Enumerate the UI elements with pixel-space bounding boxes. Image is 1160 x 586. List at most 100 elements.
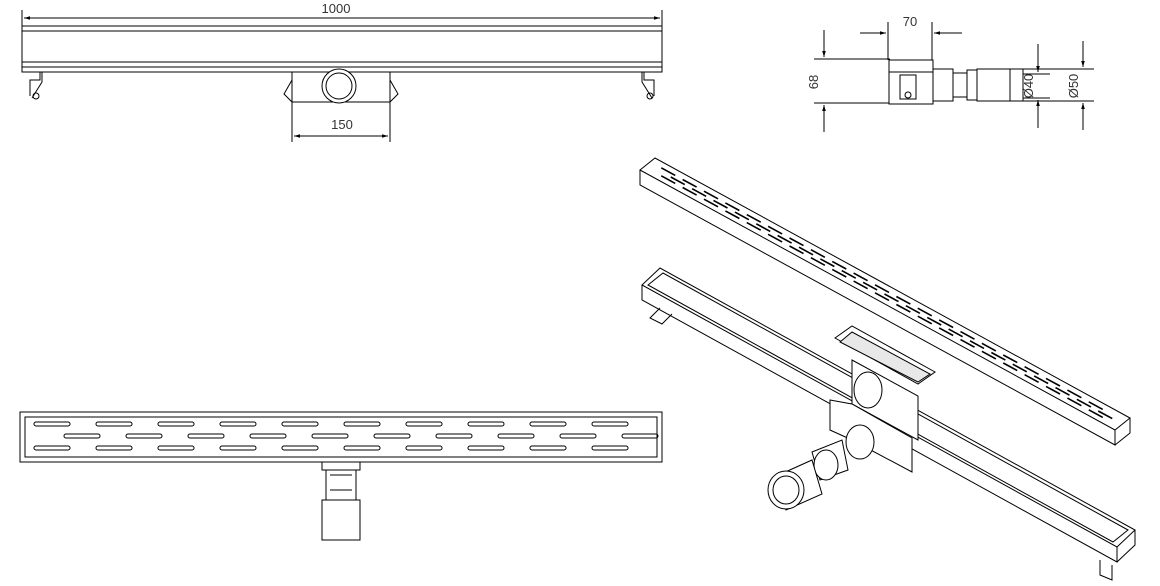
iso-grate-slot — [841, 269, 857, 279]
iso-grate-slot — [1076, 398, 1092, 408]
iso-grate-slot — [1002, 354, 1018, 364]
grate-slot — [281, 445, 319, 451]
iso-trap-grid — [839, 331, 931, 383]
iso-grate-slot — [1012, 363, 1028, 373]
iso-grate-slot — [660, 167, 676, 177]
grate-slot — [157, 445, 195, 451]
iso-grate-slot — [724, 210, 740, 220]
iso-grate-slot — [798, 246, 814, 256]
grate-slot — [187, 433, 225, 439]
grate-slot — [311, 433, 349, 439]
grate-slot — [63, 433, 101, 439]
grate-slot — [343, 445, 381, 451]
iso-grate-slot — [767, 225, 783, 235]
iso-grate-slot — [746, 221, 762, 231]
outer-diameter-label: Ø50 — [1066, 74, 1081, 99]
iso-grate-slot — [713, 199, 728, 209]
iso-grate-slot — [691, 187, 707, 198]
iso-grate-slot — [960, 330, 975, 340]
grate-slot — [529, 445, 567, 451]
iso-grate-slot — [917, 315, 933, 325]
grate-slot — [125, 433, 163, 439]
left-bracket — [29, 72, 43, 99]
iso-grate-slots — [660, 167, 1113, 420]
grate-slot — [95, 421, 133, 427]
grate-slot — [405, 421, 443, 427]
iso-grate-slot — [981, 342, 997, 352]
iso-grate-slot — [948, 328, 964, 338]
grate-slot — [219, 445, 257, 451]
grate-slot — [467, 445, 505, 451]
iso-grate-slot — [874, 292, 890, 302]
iso-grate-slot — [938, 319, 954, 329]
channel-body — [21, 25, 663, 73]
length-dimension-label: 1000 — [322, 1, 351, 16]
iso-grate-slot — [819, 258, 835, 268]
box-depth-label: 70 — [903, 14, 917, 29]
iso-grate-slot — [895, 295, 911, 305]
box-width-label: 150 — [331, 117, 353, 132]
iso-grate-slot — [734, 211, 750, 221]
iso-grate-slot — [810, 256, 826, 267]
iso-grate-slot — [831, 268, 847, 278]
grate-slot — [33, 445, 71, 451]
grate-slot — [157, 421, 195, 427]
iso-grate-slot — [960, 338, 975, 348]
grate-slot — [591, 421, 629, 427]
isometric-view — [639, 157, 1136, 581]
outlet-circle — [321, 68, 357, 104]
iso-grate-slot — [1055, 386, 1070, 396]
iso-grate-slot — [777, 234, 793, 244]
iso-grate-slot — [670, 176, 686, 186]
side-view: 70 68 Ø40 Ø50 — [806, 14, 1094, 132]
grate-slot — [591, 445, 629, 451]
iso-grate-slot — [1002, 362, 1018, 372]
iso-grate-slot — [926, 316, 942, 326]
grate-slot — [281, 421, 319, 427]
iso-grate-slot — [810, 248, 826, 259]
iso-grate-slot — [1045, 377, 1061, 387]
iso-grate-slot — [703, 190, 719, 200]
outlet-pipe — [976, 68, 1024, 102]
iso-grate-slot — [1045, 385, 1061, 395]
grate-slot — [497, 433, 535, 439]
grate-slot — [95, 445, 133, 451]
iso-grate-slot — [969, 340, 985, 350]
iso-grate-slot — [981, 350, 997, 360]
iso-grate-slot — [884, 293, 899, 303]
iso-grate-slot — [990, 351, 1006, 361]
iso-grate-slot — [853, 272, 869, 282]
iso-grate-slot — [789, 237, 804, 247]
iso-outlet — [845, 424, 875, 460]
iso-grate-slot — [1097, 410, 1113, 420]
inner-diameter-label: Ø40 — [1021, 74, 1036, 99]
iso-grate-slot — [895, 303, 911, 313]
grate-slot — [343, 421, 381, 427]
grate-slot — [373, 433, 411, 439]
iso-grate-slot — [703, 198, 719, 208]
iso-grate-slot — [789, 245, 804, 255]
iso-grate-slot — [1088, 401, 1104, 411]
grate-slot — [435, 433, 473, 439]
side-box — [888, 71, 934, 105]
iso-grate-slot — [660, 175, 676, 185]
grate-slot — [219, 421, 257, 427]
iso-grate-slot — [1066, 397, 1082, 407]
iso-grate-slot — [1066, 389, 1082, 399]
top-view: 1000 150 — [21, 1, 663, 142]
grate — [19, 411, 663, 463]
grate-plan-view — [19, 411, 663, 541]
iso-grate-slot — [1088, 409, 1104, 419]
iso-grate-slot — [862, 281, 878, 291]
iso-grate-slot — [1033, 375, 1049, 385]
grate-slot — [559, 433, 597, 439]
iso-grate-slot — [724, 202, 740, 212]
iso-grate-slot — [682, 186, 698, 196]
height-label: 68 — [806, 75, 821, 89]
grate-slot — [621, 433, 659, 439]
iso-grate-slot — [1024, 365, 1040, 376]
iso-grate-slot — [905, 304, 921, 315]
iso-grate-slot — [746, 213, 762, 223]
grate-slot — [467, 421, 505, 427]
